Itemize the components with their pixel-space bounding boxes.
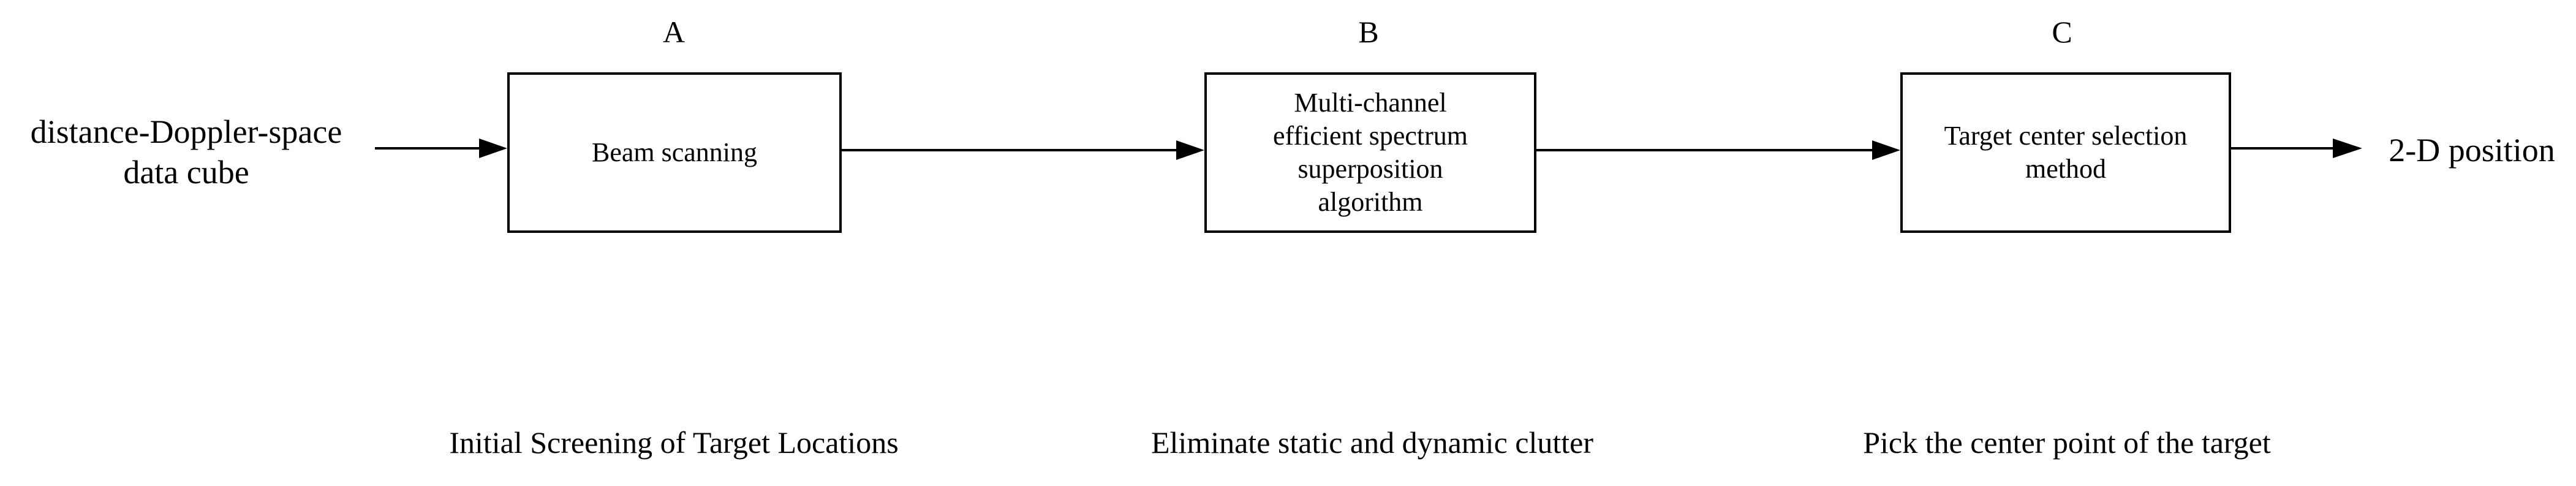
arrow-input-to-a <box>375 139 507 158</box>
stage-a-letter: A <box>662 15 686 49</box>
arrow-c-to-output <box>2230 139 2362 158</box>
stage-a-box: Beam scanning <box>507 72 842 233</box>
stage-c-caption: Pick the center point of the target <box>1863 425 2271 460</box>
stage-a-box-label: Beam scanning <box>591 137 758 167</box>
stage-b-box-label: Multi-channel efficient spectrum superpo… <box>1272 88 1468 217</box>
stage-b-box: Multi-channel efficient spectrum superpo… <box>1204 72 1536 233</box>
stage-b-letter: B <box>1358 15 1379 49</box>
stage-c-letter: C <box>2052 15 2072 49</box>
output-label: 2-D position <box>2389 132 2555 169</box>
stage-a-caption: Initial Screening of Target Locations <box>449 425 899 460</box>
arrow-b-to-c <box>1535 140 1900 160</box>
stage-c-box-label: Target center selection method <box>1944 121 2188 184</box>
input-label: distance-Doppler-space data cube <box>30 113 342 191</box>
arrow-a-to-b <box>840 140 1204 160</box>
stage-c-box: Target center selection method <box>1900 72 2231 233</box>
stage-b-caption: Eliminate static and dynamic clutter <box>1151 425 1593 460</box>
